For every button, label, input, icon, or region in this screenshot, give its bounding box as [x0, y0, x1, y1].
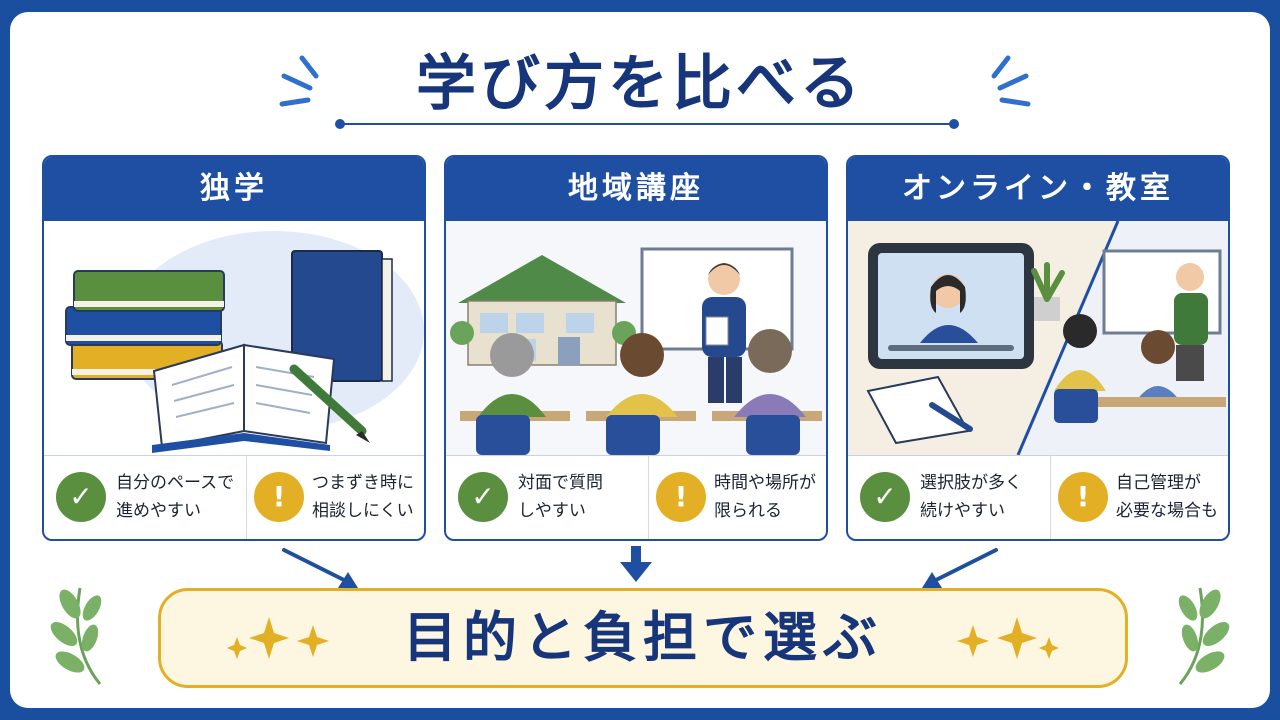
card-self-study: 独学 [42, 155, 426, 541]
card-heading: オンライン・教室 [848, 157, 1228, 221]
con-point: ! つまずき時に 相談しにくい [248, 455, 424, 539]
sparkle-left-icon [227, 617, 329, 659]
card-illustration [446, 221, 826, 456]
check-icon: ✓ [860, 472, 910, 522]
check-icon: ✓ [56, 472, 106, 522]
laurel-left-icon [50, 587, 102, 685]
conclusion-text: 目的と負担で選ぶ [403, 606, 883, 669]
books-illustration [65, 231, 424, 453]
card-illustration [44, 221, 424, 456]
card-footer: ✓ 対面で質問 しやすい ! 時間や場所が 限られる [446, 455, 826, 539]
card-illustration [848, 220, 1228, 456]
con-point: ! 時間や場所が 限られる [650, 455, 826, 539]
page-title: 学び方を比べる [416, 49, 864, 119]
card-online-school: オンライン・教室 [846, 155, 1230, 541]
card-heading: 独学 [44, 157, 424, 221]
card-footer: ✓ 自分のペースで 進めやすい ! つまずき時に 相談しにくい [44, 455, 424, 539]
con-text: 自己管理が 必要な場合も [1116, 473, 1218, 521]
title-burst-left-icon [279, 55, 319, 107]
pro-point: ✓ 選択肢が多く 続けやすい [848, 455, 1051, 539]
con-point: ! 自己管理が 必要な場合も [1052, 455, 1228, 539]
card-heading: 地域講座 [446, 157, 826, 221]
infographic-frame: 学び方を比べる 独学 [10, 12, 1270, 708]
pro-text: 選択肢が多く 続けやすい [920, 473, 1022, 521]
exclamation-icon: ! [254, 472, 304, 522]
arrow-left-icon [282, 548, 358, 588]
title-underline [335, 119, 959, 129]
card-community-class: 地域講座 [444, 155, 828, 541]
pro-point: ✓ 自分のペースで 進めやすい [44, 455, 247, 539]
con-text: 時間や場所が 限られる [714, 473, 816, 521]
arrow-center-icon [620, 546, 652, 582]
sparkle-right-icon [957, 617, 1059, 659]
conclusion-banner: 目的と負担で選ぶ [158, 588, 1128, 688]
exclamation-icon: ! [656, 472, 706, 522]
online-classroom-illustration [848, 220, 1228, 456]
card-footer: ✓ 選択肢が多く 続けやすい ! 自己管理が 必要な場合も [848, 455, 1228, 539]
classroom-illustration [446, 221, 826, 455]
title-burst-right-icon [991, 55, 1031, 107]
pro-text: 自分のペースで 進めやすい [116, 473, 235, 521]
exclamation-icon: ! [1058, 472, 1108, 522]
pro-text: 対面で質問 しやすい [518, 473, 603, 521]
arrow-right-icon [922, 548, 998, 588]
pro-point: ✓ 対面で質問 しやすい [446, 455, 649, 539]
laurel-right-icon [1178, 587, 1230, 685]
check-icon: ✓ [458, 472, 508, 522]
con-text: つまずき時に 相談しにくい [312, 473, 414, 521]
